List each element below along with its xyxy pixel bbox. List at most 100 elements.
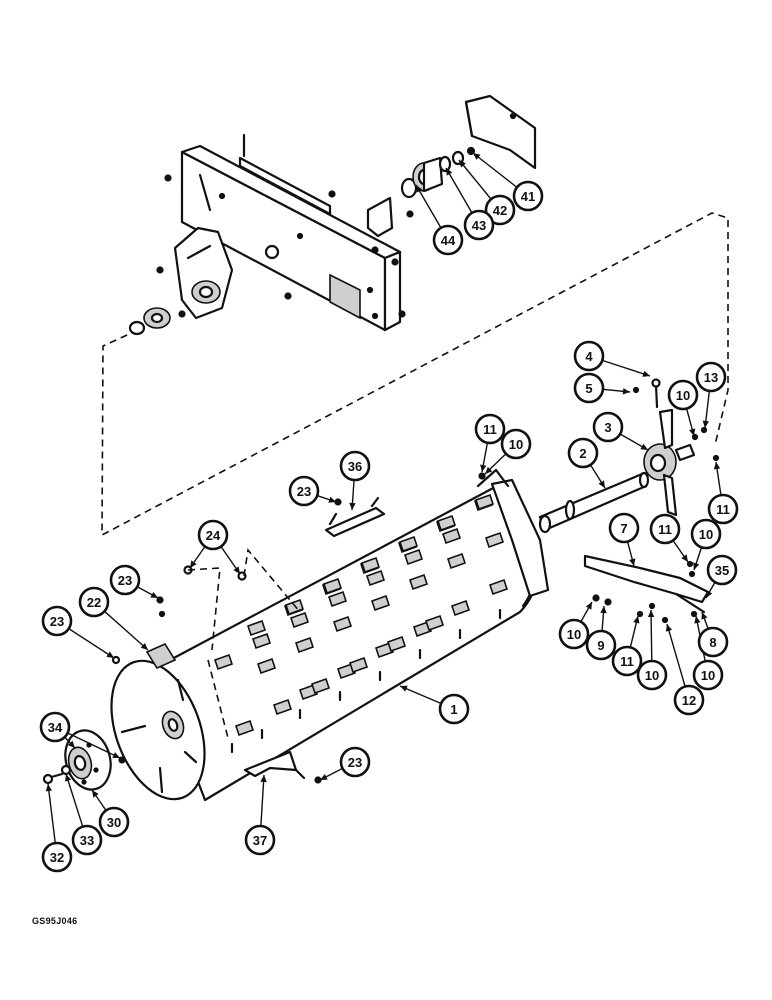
rasp-bar-20 (234, 719, 255, 737)
callout-number: 30 (107, 815, 121, 830)
callout-c11a: 11 (474, 413, 506, 445)
rasp-bar-34 (322, 577, 343, 595)
callout-circle (585, 629, 617, 661)
callout-number: 7 (620, 521, 627, 536)
leader-line-c1 (399, 685, 442, 705)
callout-circle (339, 450, 371, 482)
leader-arrowhead-c41 (473, 153, 481, 160)
leader-line-c12 (666, 623, 686, 687)
callout-c11d: 11 (611, 645, 643, 677)
leader-arrowhead-c11c (681, 554, 688, 562)
callout-c33: 33 (71, 824, 103, 856)
leader-arrowhead-c3 (640, 443, 648, 450)
rasp-bar-8 (294, 636, 315, 654)
leader-arrowhead-c10c (693, 562, 700, 570)
callout-circle (71, 824, 103, 856)
callout-number: 13 (704, 370, 718, 385)
leader-line-c44 (415, 184, 442, 229)
callout-circle (690, 518, 722, 550)
leader-arrowhead-c10f (694, 616, 701, 624)
callout-c36: 36 (339, 450, 371, 482)
rasp-bar-32 (246, 619, 267, 637)
rasp-bar-24 (386, 635, 407, 653)
callout-number: 24 (206, 528, 221, 543)
rasp-bar-spares (111, 548, 301, 739)
callout-number: 11 (716, 502, 730, 517)
callout-number: 10 (645, 668, 659, 683)
rasp-bar-5 (403, 548, 424, 566)
callout-number: 32 (50, 850, 64, 865)
callout-number: 8 (709, 635, 716, 650)
leader-arrowhead-c24 (233, 566, 240, 574)
frame-beam-assembly (128, 133, 414, 336)
callout-number: 11 (620, 654, 634, 669)
callout-circle (608, 512, 640, 544)
rasp-bar-13 (484, 531, 505, 549)
callout-c10e: 10 (636, 659, 668, 691)
callout-number: 12 (682, 693, 696, 708)
callout-number: 10 (567, 627, 581, 642)
callout-number: 10 (699, 527, 713, 542)
rasp-bar-6 (441, 527, 462, 545)
rasp-bar-38 (474, 493, 495, 511)
callout-c10d: 10 (558, 618, 590, 650)
callout-number: 11 (658, 522, 672, 537)
callout-number: 33 (80, 833, 94, 848)
leader-arrowhead-c7 (629, 558, 636, 566)
rasp-bar-3 (327, 590, 348, 608)
rasp-bar-9 (332, 615, 353, 633)
callout-c41: 41 (512, 180, 544, 212)
callout-circle (558, 618, 590, 650)
callout-number: 42 (493, 203, 507, 218)
leader-arrowhead-c4 (642, 370, 650, 377)
leader-arrowhead-c33 (65, 774, 72, 782)
callout-number: 34 (48, 720, 63, 735)
callout-number: 10 (509, 437, 523, 452)
callout-c23b: 23 (41, 605, 73, 637)
callout-c10f: 10 (692, 659, 724, 691)
callout-circle (41, 841, 73, 873)
callout-number: 9 (597, 638, 604, 653)
callout-c3: 3 (592, 411, 624, 443)
callout-c12: 12 (673, 684, 705, 716)
callout-circle (39, 711, 71, 743)
callout-c37: 37 (244, 824, 276, 856)
callout-c5: 5 (573, 372, 605, 404)
leader-arrowhead-c34 (67, 740, 75, 748)
callout-circle (197, 519, 229, 551)
leader-arrowhead-c2 (598, 480, 605, 488)
callout-c4: 4 (573, 340, 605, 372)
callout-circle (567, 437, 599, 469)
leader-line-c32 (47, 783, 56, 844)
leader-line-c22 (103, 610, 149, 651)
rasp-bar-12 (446, 552, 467, 570)
callout-circle (611, 645, 643, 677)
callout-number: 37 (253, 833, 267, 848)
callout-c23c: 23 (288, 475, 320, 507)
rasp-bar-10 (370, 594, 391, 612)
callout-c9: 9 (585, 629, 617, 661)
bracket-37 (243, 750, 322, 784)
rasp-bar-36 (398, 535, 419, 553)
rasp-bar-23 (348, 656, 369, 674)
callout-number: 1 (450, 702, 457, 717)
rasp-bar-group (213, 493, 509, 737)
callout-circle (500, 428, 532, 460)
leader-arrowhead-c13 (702, 420, 709, 428)
callout-circle (573, 340, 605, 372)
callout-c23d: 23 (339, 746, 371, 778)
bracket-36 (324, 496, 386, 538)
leader-arrowhead-c11a (480, 464, 487, 472)
callout-c30: 30 (98, 806, 130, 838)
leader-arrowhead-c23a (150, 591, 158, 598)
callout-number: 23 (118, 573, 132, 588)
callout-c22: 22 (78, 586, 110, 618)
leader-arrowhead-c30 (92, 790, 99, 798)
leader-arrowhead-c22 (140, 642, 148, 650)
figure-code: GS95J046 (32, 916, 78, 926)
leader-arrowhead-c32 (45, 784, 53, 792)
leader-line-c10e (650, 609, 653, 662)
callout-c11b: 11 (707, 493, 739, 525)
